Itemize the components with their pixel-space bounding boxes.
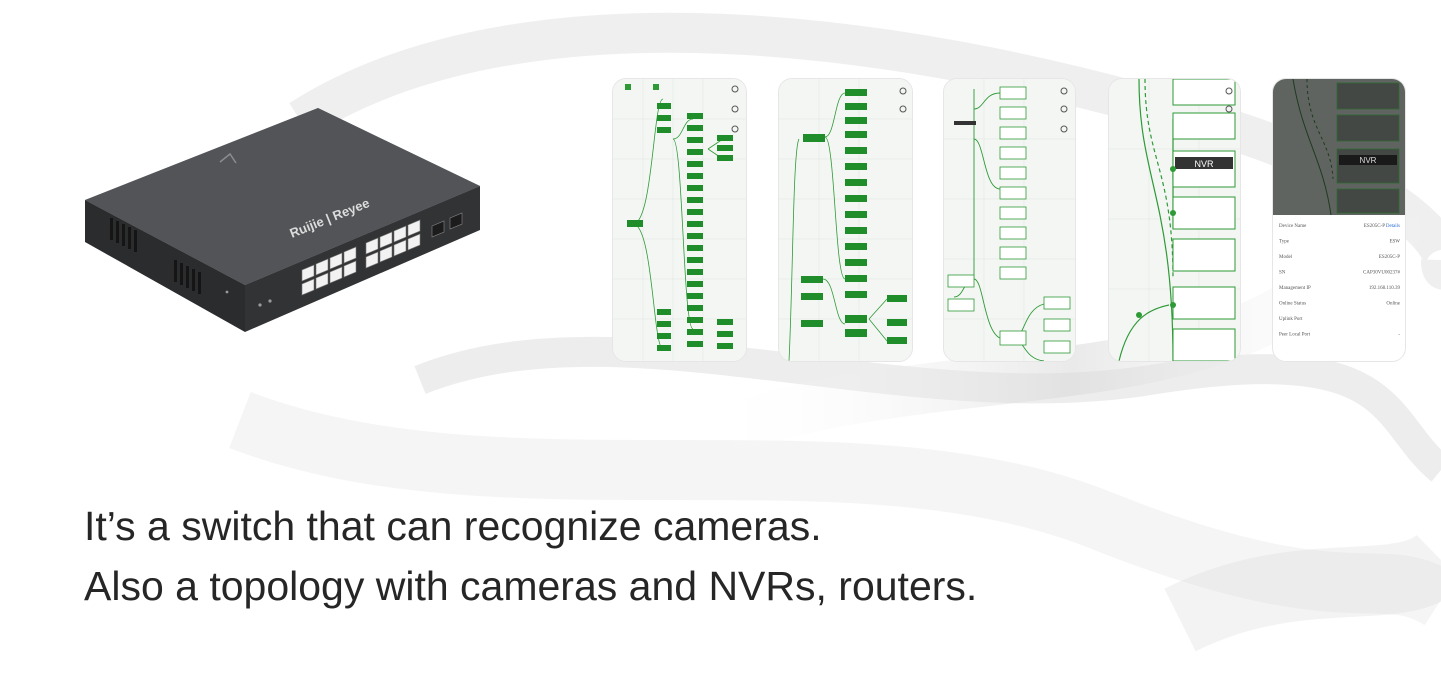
detail-label: Device Name [1279,224,1307,229]
ethernet-ports [301,219,421,296]
details-link[interactable]: Details [1386,224,1400,229]
phone-screen-topology-3 [943,78,1076,362]
network-switch-image: Ruijie | Reyee [80,100,490,340]
detail-value: - [1398,333,1400,338]
detail-label: SN [1279,271,1286,276]
caption-line-1: It’s a switch that can recognize cameras… [84,503,822,549]
phone-screen-topology-2 [778,78,913,362]
detail-value: ES205C-P [1364,224,1385,229]
detail-value: Online [1386,302,1400,307]
detail-label: Type [1279,240,1290,245]
caption-line-2: Also a topology with cameras and NVRs, r… [84,563,978,609]
detail-label: Uplink Port [1279,317,1303,322]
detail-label: Peer Local Port [1279,333,1311,338]
phone-screen-topology-nvr: NVR [1108,78,1241,362]
caption: It’s a switch that can recognize cameras… [84,496,1284,616]
detail-label: Online Status [1279,302,1306,307]
nvr-label: NVR [1194,159,1214,169]
detail-label: Model [1279,255,1293,260]
detail-value: ESW [1389,240,1400,245]
detail-value: 192.168.110.39 [1369,286,1401,291]
detail-value: CAP30VU00237# [1363,271,1400,276]
phone-screen-topology-1 [612,78,747,362]
nvr-label-2: NVR [1360,156,1377,165]
detail-label: Management IP [1279,286,1311,291]
detail-value: ES205C-P [1379,255,1400,260]
